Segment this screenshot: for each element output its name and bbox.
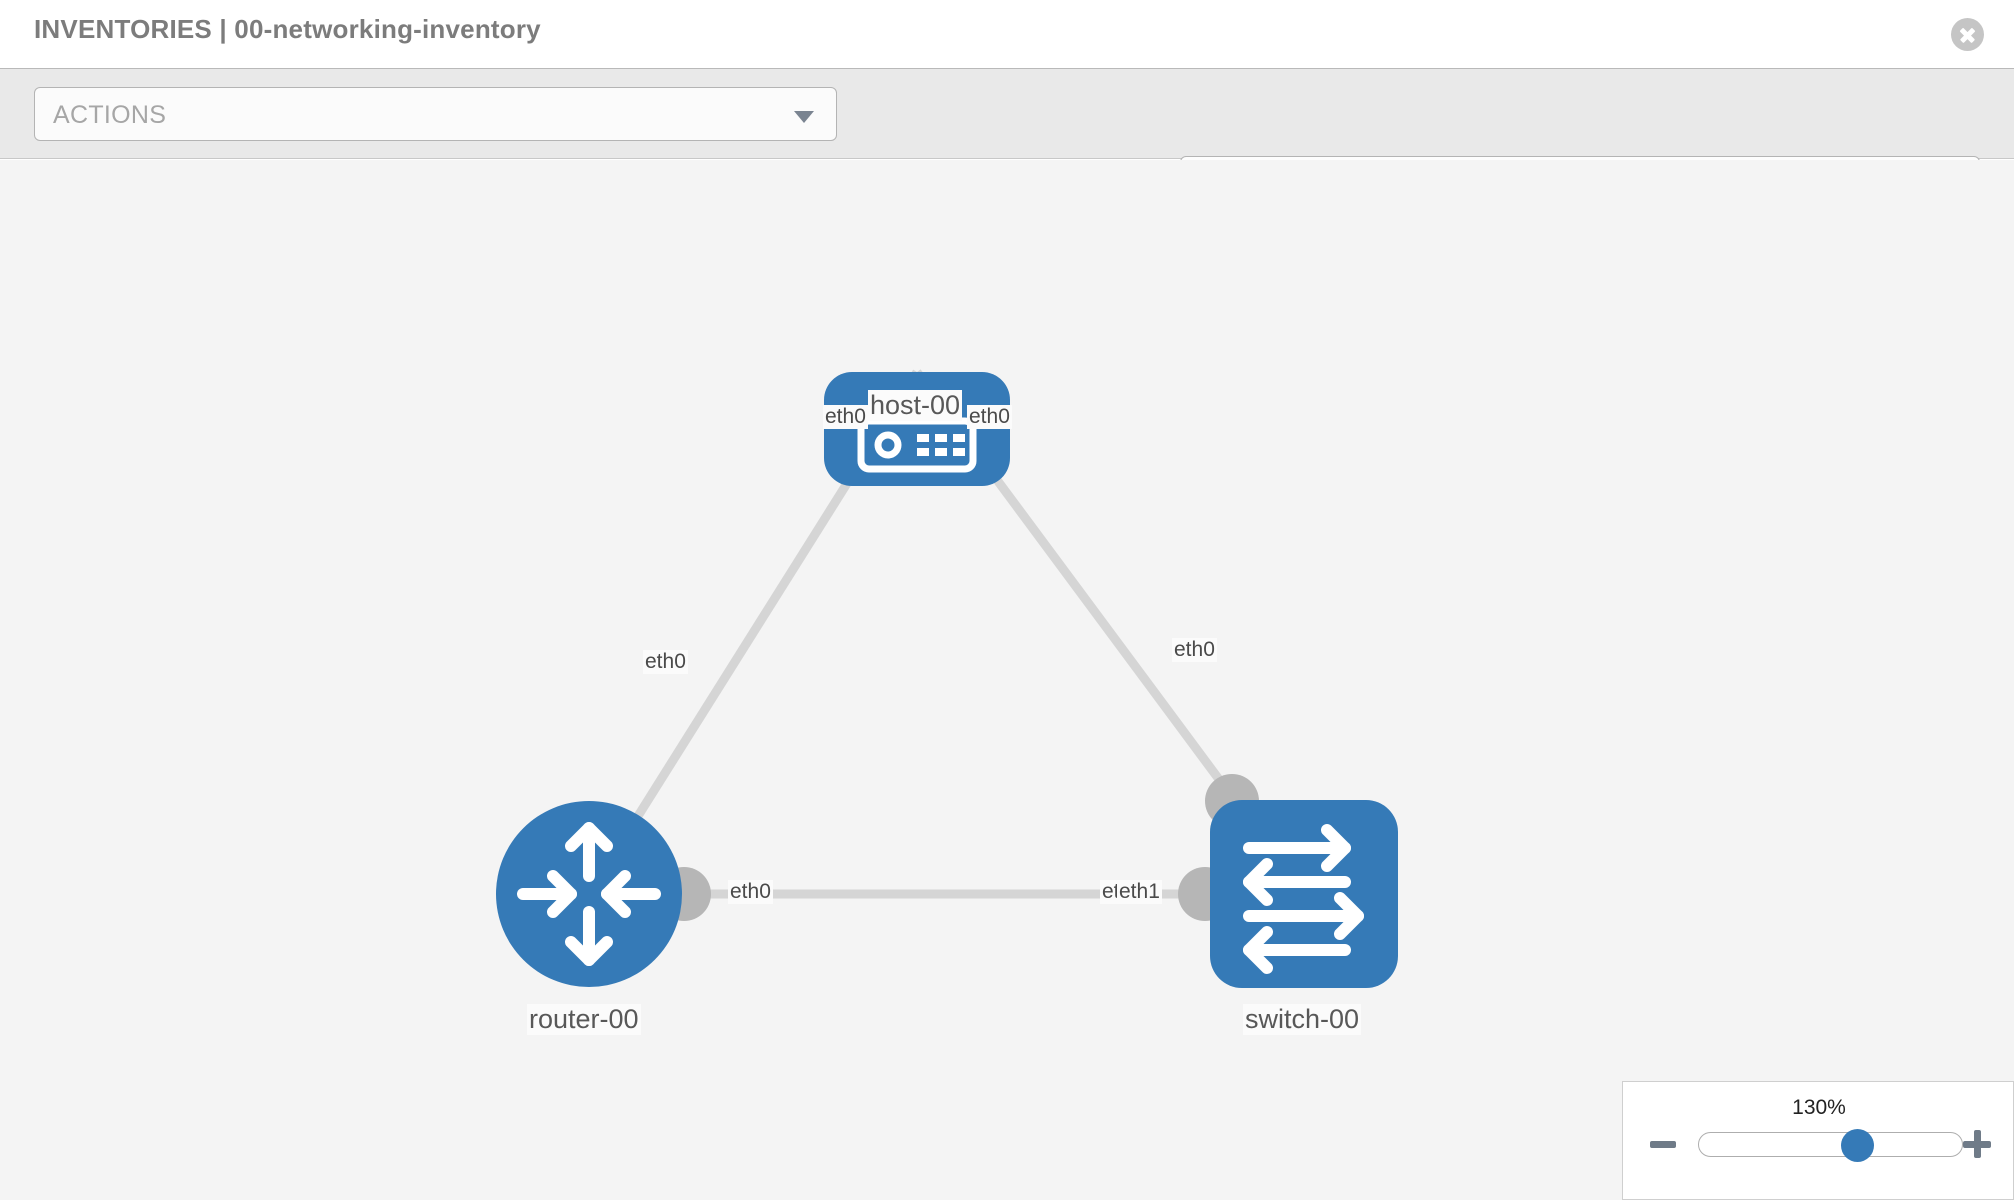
page-title: INVENTORIES | 00-networking-inventory [34,14,541,44]
zoom-slider-thumb[interactable] [1840,1129,1874,1162]
close-icon[interactable] [1951,18,1984,51]
iface-label-host-eth0-right: eth0 [967,405,1012,429]
iface-label-host-eth0-left: eth0 [823,405,868,429]
node-label-switch-00: switch-00 [1243,1004,1362,1035]
chevron-down-icon [794,111,814,123]
node-label-router-00: router-00 [527,1004,641,1035]
zoom-slider[interactable] [1698,1129,1963,1162]
iface-label-switch-uplink-eth0: eth0 [1172,638,1217,662]
router-arrows-icon [517,822,661,966]
plus-icon[interactable] [1963,1130,1991,1158]
page-header: INVENTORIES | 00-networking-inventory [0,0,2014,69]
zoom-level-value: 130% [1792,1096,1846,1119]
minus-icon[interactable] [1650,1141,1676,1148]
topology-graph[interactable] [0,160,2014,1200]
server-icon [857,417,977,473]
zoom-control-panel: 130% [1622,1081,2014,1200]
router-node-shape[interactable] [496,801,682,987]
node-label-host-00: host-00 [868,390,963,421]
switch-arrows-icon [1243,824,1364,974]
switch-node-shape[interactable] [1210,800,1398,988]
iface-label-router-uplink-eth0: eth0 [643,650,688,674]
actions-dropdown-label: ACTIONS [53,101,167,129]
node-router-00[interactable] [496,801,682,987]
toolbar: ACTIONS SEARCH [0,69,2014,210]
iface-label-switch-eth1: eth1 [1117,880,1162,904]
node-switch-00[interactable] [1210,800,1398,988]
iface-label-router-eth0: eth0 [728,880,773,904]
actions-dropdown[interactable]: ACTIONS [34,87,837,141]
topology-canvas[interactable]: eth0 host-00 eth0 eth0 eth0 eth0 eth eth… [0,160,2014,1200]
